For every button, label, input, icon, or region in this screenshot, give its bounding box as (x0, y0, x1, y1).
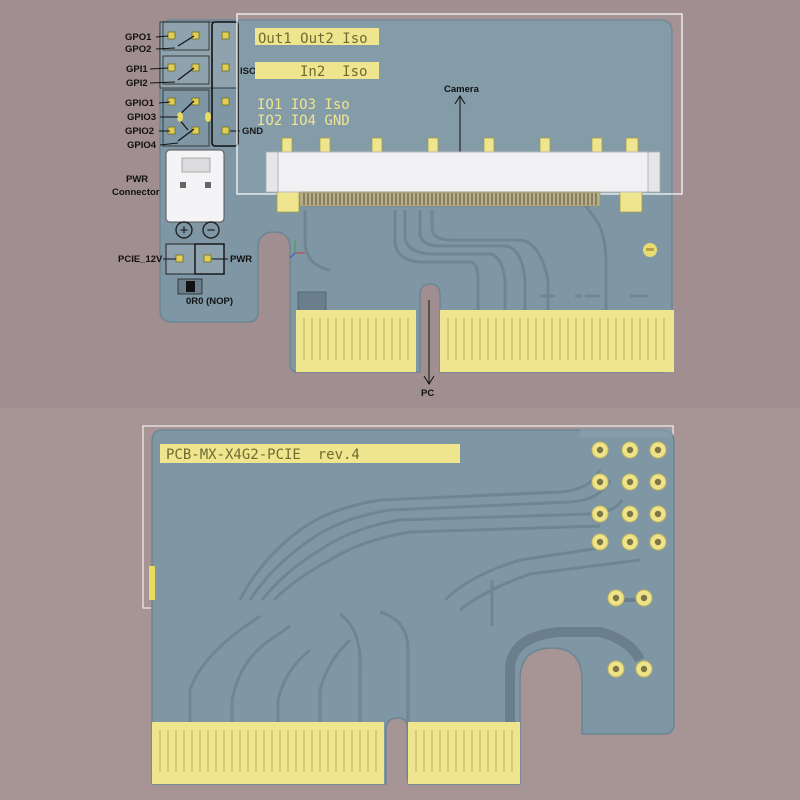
top-edge-fingers (296, 310, 674, 372)
camera-arrowhead (454, 95, 466, 105)
via-array (591, 441, 667, 678)
label-gpio1: GPIO1 (125, 98, 155, 109)
pc-arrowhead (423, 375, 435, 385)
label-gnd: GND (242, 126, 263, 137)
label-gpo1: GPO1 (125, 32, 152, 43)
label-camera: Camera (444, 84, 480, 95)
silk-row2: In2 Iso (300, 64, 367, 80)
board-title-background (160, 444, 460, 463)
plus-minus-symbols: + − (175, 221, 220, 239)
silk-row3: IO1 IO3 Iso (257, 97, 350, 113)
label-gpi2: GPI2 (126, 78, 148, 89)
pin-labels: GPO1 GPO2 GPI1 GPI2 GPIO1 GPIO3 GPIO2 GP… (112, 32, 283, 307)
header-pins (159, 21, 239, 147)
power-trace (505, 627, 645, 730)
label-gpo2: GPO2 (125, 44, 151, 55)
label-gpi1: GPI1 (126, 64, 148, 75)
top-traces (303, 204, 648, 310)
bottom-board (151, 429, 675, 785)
label-gpio4: GPIO4 (127, 140, 157, 151)
plus-symbol: + (180, 222, 189, 239)
camera-connector (265, 137, 661, 213)
minus-symbol: − (207, 222, 216, 239)
origin-axes (289, 240, 305, 259)
label-gpio3: GPIO3 (127, 112, 156, 123)
label-pc: PC (421, 388, 434, 399)
label-leaders (149, 35, 240, 260)
silk-row1: Out1 Out2 Iso (258, 31, 368, 47)
top-silkscreen: Out1 Out2 Iso In2 Iso IO1 IO3 Iso IO2 IO… (255, 28, 379, 129)
side-marker (149, 566, 155, 600)
silk-row4: IO2 IO4 GND (257, 113, 350, 129)
bottom-view: PCB-MX-X4G2-PCIE rev.4 (142, 425, 675, 785)
pwr-connector (165, 149, 225, 223)
top-view: + − GPO1 GPO2 GPI1 GPI2 GPIO1 GPIO3 GPIO… (112, 13, 683, 399)
resistor-0r0 (177, 278, 203, 295)
label-pwr: PWR (230, 254, 252, 265)
label-gpio2: GPIO2 (125, 126, 154, 137)
label-pwr-connector-line2: Connector (112, 187, 160, 198)
bottom-edge-fingers (152, 722, 520, 784)
small-chip (297, 291, 327, 313)
label-pwr-connector-line1: PWR (126, 174, 148, 185)
label-resistor: 0R0 (NOP) (186, 296, 233, 307)
label-pcie-12v: PCIE_12V (118, 254, 163, 265)
board-title: PCB-MX-X4G2-PCIE rev.4 (166, 447, 360, 463)
